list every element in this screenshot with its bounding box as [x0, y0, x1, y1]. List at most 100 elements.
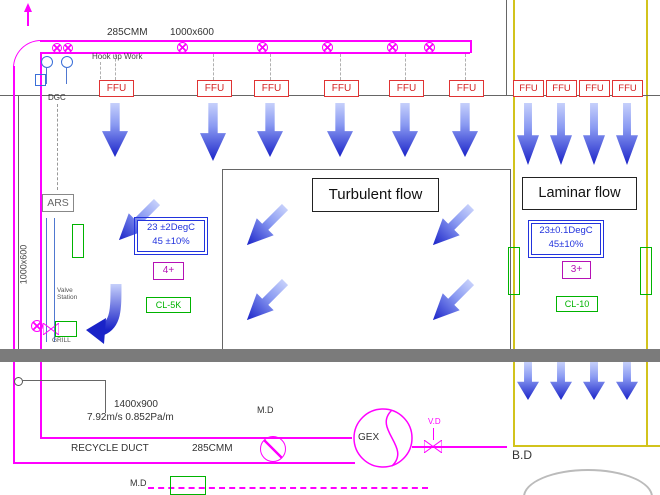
laminar-class-annotation: 3+	[562, 261, 591, 279]
down-arrow-icon	[550, 103, 572, 165]
supply-duct-endcap	[470, 40, 472, 53]
valve-station-line2: Station	[57, 294, 78, 302]
duct-valve-icon	[52, 43, 62, 53]
dgc-label: DGC	[48, 93, 66, 102]
ffu-drop-line	[213, 54, 214, 80]
down-arrow-icon	[616, 103, 638, 165]
down-arrow-icon	[327, 103, 353, 157]
duct-valve-icon	[257, 42, 268, 53]
down-arrow-icon	[392, 103, 418, 157]
motor-damper-icon	[260, 436, 286, 462]
ffu-drop-line	[115, 54, 116, 80]
duct-flow-rate-label: 285CMM	[107, 27, 148, 38]
down-arrow-icon	[550, 362, 572, 400]
laminar-wall-right	[646, 0, 648, 446]
volume-damper-icon	[424, 440, 442, 453]
north-arrow-stem	[27, 12, 29, 26]
motor-damper2-label: M.D	[130, 478, 147, 488]
down-arrow-icon	[102, 103, 128, 157]
down-arrow-icon	[583, 362, 605, 400]
ffu-unit: FFU	[612, 80, 643, 97]
duct-valve-icon	[424, 42, 435, 53]
down-arrow-icon	[616, 362, 638, 400]
ffu-drop-line	[465, 54, 466, 80]
volume-damper-label: V.D	[428, 417, 441, 426]
sensor-stem	[46, 67, 47, 84]
fan-gex-symbol	[353, 408, 413, 468]
ffu-unit: FFU	[254, 80, 289, 97]
bottom-grille-box	[170, 476, 206, 495]
ffu-unit: FFU	[389, 80, 424, 97]
ffu-unit: FFU	[99, 80, 134, 97]
return-grille	[508, 247, 520, 295]
laminar-flow-label: Laminar flow	[522, 177, 637, 210]
ffu-unit: FFU	[197, 80, 232, 97]
recycle-duct-bottom	[13, 462, 355, 464]
raised-floor-slab	[0, 349, 660, 362]
duct-valve-icon	[63, 43, 73, 53]
duct-valve-icon	[322, 42, 333, 53]
supply-duct-elbow	[13, 40, 41, 68]
duct-valve-icon	[387, 42, 398, 53]
valve-icon	[31, 320, 43, 332]
riser-size-label: 1000x600	[18, 244, 29, 285]
valve-station-line1: Valve	[57, 287, 73, 294]
ffu-unit: FFU	[579, 80, 610, 97]
leader-line-v	[105, 380, 106, 413]
instrument-leader-line	[57, 104, 58, 190]
laminar-conditions-annotation: 23±0.1DegC 45±10%	[528, 220, 604, 258]
grill-label: GRILL	[52, 337, 71, 344]
backdraft-damper-label: B.D	[512, 448, 533, 462]
turbulent-flow-label: Turbulent flow	[312, 178, 439, 212]
temperature-value: 23 ±2DegC	[147, 222, 195, 233]
instrument-box	[35, 74, 46, 86]
humidity-value: 45 ±10%	[152, 236, 190, 247]
fan-housing-outline	[523, 469, 653, 495]
leader-line-h	[22, 380, 105, 381]
down-arrow-icon	[452, 103, 478, 157]
down-arrow-icon	[583, 103, 605, 165]
grill-box	[55, 321, 77, 337]
down-arrow-icon	[200, 103, 226, 161]
duct-size-label: 1000x600	[170, 27, 214, 38]
fan-label: GEX	[358, 432, 380, 443]
left-wall-line	[18, 95, 19, 349]
hookup-leader-line	[100, 62, 101, 79]
valve-station-label: Valve Station	[57, 287, 77, 301]
ffu-unit: FFU	[449, 80, 484, 97]
laminar-wall-bottom	[513, 445, 660, 447]
riser-duct-outer	[13, 66, 15, 463]
sensor-icon	[61, 56, 73, 68]
duct-valve-icon	[177, 42, 188, 53]
ffu-drop-line	[340, 54, 341, 80]
turbulent-conditions-annotation: 23 ±2DegC 45 ±10%	[134, 217, 208, 255]
down-arrow-icon	[517, 362, 539, 400]
turbulent-cleanliness-annotation: CL-5K	[146, 297, 191, 313]
laminar-wall-left	[513, 0, 515, 446]
ars-label: ARS	[42, 194, 74, 212]
sensor-icon	[41, 56, 53, 68]
down-arrow-icon	[517, 103, 539, 165]
leader-node-icon	[14, 377, 23, 386]
ffu-unit: FFU	[546, 80, 577, 97]
zone-divider-line	[506, 0, 507, 95]
sensor-stem	[66, 67, 67, 84]
recycle-flow-rate-label: 285CMM	[192, 443, 233, 454]
laminar-cleanliness-annotation: CL-10	[556, 296, 598, 312]
north-arrow-icon	[24, 3, 32, 12]
recycle-duct-label: RECYCLE DUCT	[71, 443, 149, 454]
hook-up-work-label: Hook up Work	[92, 52, 143, 61]
return-grille	[72, 224, 84, 258]
bottom-duct-dashed-line	[148, 487, 428, 489]
return-duct-size-label: 1400x900	[114, 399, 158, 410]
supply-duct-top	[40, 40, 470, 42]
ffu-unit: FFU	[324, 80, 359, 97]
air-velocity-label: 7.92m/s 0.852Pa/m	[87, 412, 174, 423]
humidity-value: 45±10%	[548, 239, 584, 250]
recycle-duct-outlet	[412, 446, 507, 448]
supply-duct-bottom	[40, 52, 470, 54]
dimension-line	[46, 218, 47, 342]
volume-damper-leader	[433, 428, 434, 440]
return-grille	[640, 247, 652, 295]
